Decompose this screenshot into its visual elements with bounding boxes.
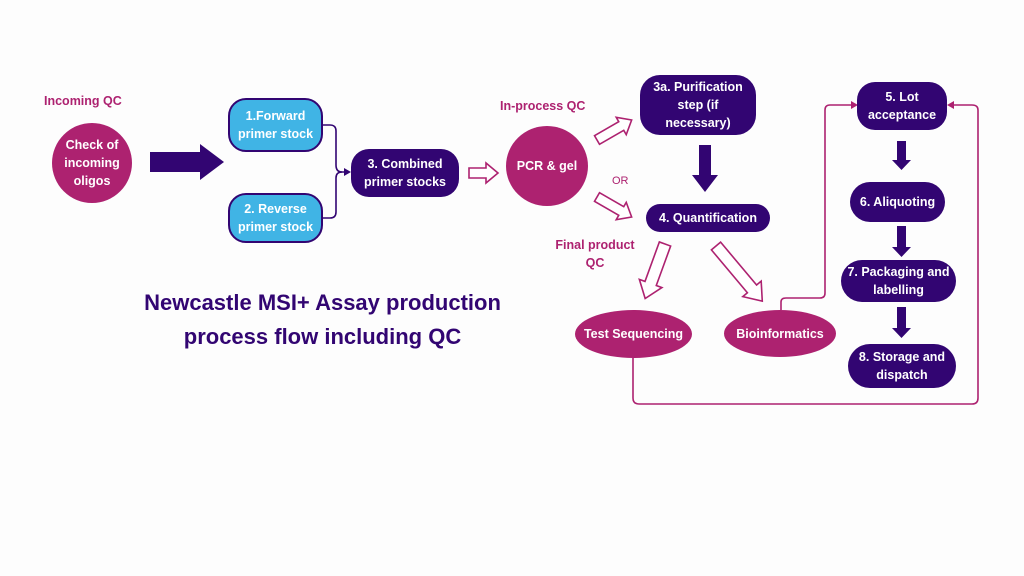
node-text: 3. Combined (367, 157, 443, 171)
incoming-qc-label: Incoming QC (44, 94, 122, 108)
node-text: dispatch (876, 368, 928, 382)
hollow-arrow-to-test-sequencing (638, 240, 672, 300)
node-text: acceptance (867, 108, 937, 122)
node-text: 5. Lot (885, 90, 919, 104)
solid-arrow-incoming (150, 144, 224, 180)
final-product-qc-label: Final product QC (540, 236, 650, 272)
node-forward-primer-stock: 1.Forward primer stock (228, 98, 323, 152)
final-qc-line2: QC (585, 256, 605, 270)
node-test-sequencing: Test Sequencing (575, 310, 692, 358)
node-text: 8. Storage and (858, 350, 946, 364)
node-storage-dispatch: 8. Storage and dispatch (848, 344, 956, 388)
hollow-arrow-to-pcr (468, 161, 500, 185)
node-purification-step: 3a. Purification step (if necessary) (640, 75, 756, 135)
connector-bioinformatics-lot (780, 104, 852, 310)
node-text: incoming (64, 156, 120, 170)
diagram-title: Newcastle MSI+ Assay production process … (100, 286, 545, 354)
solid-arrow-purification-quant (692, 145, 718, 192)
node-text: primer stock (237, 127, 314, 141)
node-text: oligos (73, 174, 111, 188)
hollow-arrow-to-purification (593, 116, 633, 146)
node-text: 7. Packaging and (847, 265, 950, 279)
node-text: 1.Forward (245, 109, 306, 123)
solid-arrow-aliquot-pack (892, 226, 911, 257)
node-quantification: 4. Quantification (646, 204, 770, 232)
node-check-incoming-oligos: Check of incoming oligos (52, 123, 132, 203)
node-text: step (if (677, 98, 719, 112)
node-bioinformatics: Bioinformatics (724, 310, 836, 357)
connector-arrowhead-lot-right (947, 101, 954, 109)
node-reverse-primer-stock: 2. Reverse primer stock (228, 193, 323, 243)
node-text: primer stocks (364, 175, 446, 189)
node-text: primer stock (237, 220, 314, 234)
node-lot-acceptance: 5. Lot acceptance (857, 82, 947, 130)
connector-reverse-combined (322, 171, 343, 219)
node-combined-primer-stocks: 3. Combined primer stocks (351, 149, 459, 197)
solid-arrow-pack-storage (892, 307, 911, 338)
connector-arrowhead (344, 168, 351, 176)
in-process-qc-label: In-process QC (500, 99, 586, 113)
connector-testseq-lot (632, 104, 979, 405)
title-line-1: Newcastle MSI+ Assay production (144, 290, 501, 315)
node-text: labelling (873, 283, 924, 297)
final-qc-line1: Final product (555, 238, 635, 252)
or-label: OR (612, 175, 629, 187)
hollow-arrow-to-quantification (593, 191, 633, 221)
node-pcr-gel: PCR & gel (506, 126, 588, 206)
hollow-arrow-to-bioinformatics (710, 241, 764, 303)
node-aliquoting: 6. Aliquoting (850, 182, 945, 222)
connector-forward-combined (322, 124, 348, 173)
node-text: 2. Reverse (244, 202, 307, 216)
solid-arrow-lot-aliquot (892, 141, 911, 170)
node-text: necessary) (665, 116, 731, 130)
node-text: Check of (65, 138, 119, 152)
title-line-2: process flow including QC (183, 324, 462, 349)
node-packaging-labelling: 7. Packaging and labelling (841, 260, 956, 302)
node-text: 3a. Purification (653, 80, 743, 94)
connector-arrowhead-lot-left (851, 101, 858, 109)
